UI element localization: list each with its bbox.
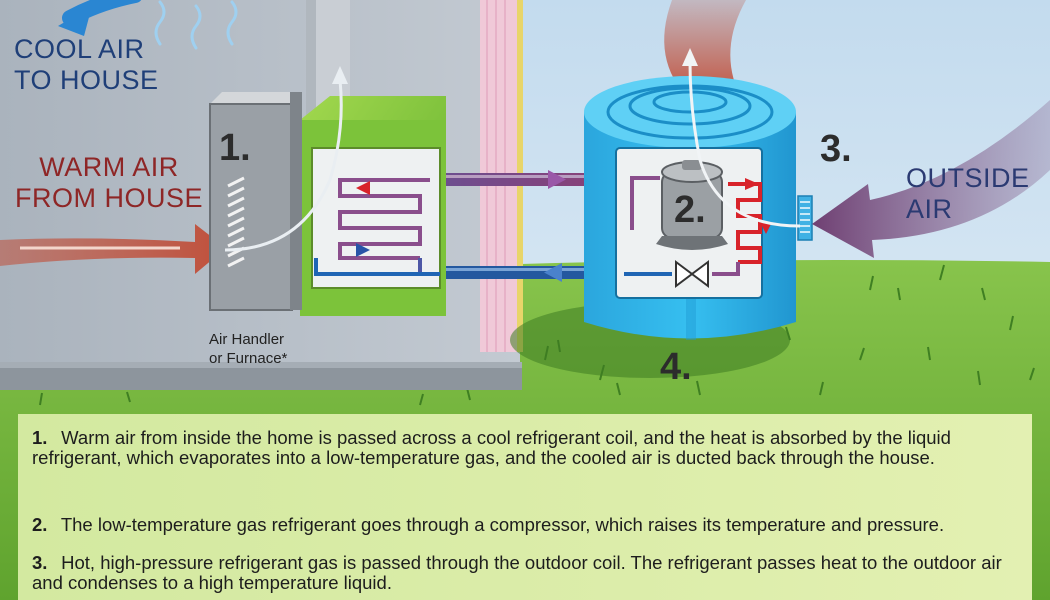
air-handler-caption-line: or Furnace* — [209, 350, 288, 367]
cool-air-label: COOL AIR TO HOUSE — [14, 34, 159, 96]
fan-icon — [797, 195, 813, 241]
cool-air-waves — [154, 0, 238, 50]
step-number-3: 3. — [820, 128, 852, 170]
step-description-text: Hot, high-pressure refrigerant gas is pa… — [32, 552, 1002, 593]
compressor-icon — [656, 160, 728, 250]
coil-flow-arrow-icon — [745, 178, 759, 190]
explanation-panel: 1. Warm air from inside the home is pass… — [18, 414, 1032, 600]
coil-flow-arrow-icon — [356, 181, 370, 195]
coil-flow-arrow-icon — [760, 222, 772, 234]
cool-air-label-line: TO HOUSE — [14, 65, 159, 95]
step-description: 2. The low-temperature gas refrigerant g… — [32, 515, 1022, 535]
refrigerant-flow-arrow-icon — [544, 263, 562, 282]
air-handler-cabinet — [209, 92, 302, 311]
step-description-text: The low-temperature gas refrigerant goes… — [60, 514, 945, 535]
step-description-text: Warm air from inside the home is passed … — [32, 427, 951, 468]
warm-air-label: WARM AIR FROM HOUSE — [15, 152, 203, 214]
coil-flow-arrow-icon — [356, 243, 370, 257]
expansion-valve-icon — [675, 260, 709, 288]
indoor-coil — [314, 178, 440, 276]
step-description: 3. Hot, high-pressure refrigerant gas is… — [32, 553, 1022, 593]
step-number-2: 2. — [674, 189, 706, 231]
outdoor-coil — [624, 176, 762, 276]
refrigerant-flow-arrow-icon — [548, 170, 566, 189]
step-number-1: 1. — [219, 127, 251, 169]
step-description-number: 2. — [32, 514, 48, 535]
outside-air-label-line: AIR — [906, 194, 953, 224]
indoor-airflow-arrow — [224, 79, 343, 252]
evaporator-coil-housing — [300, 96, 446, 316]
step-number-4: 4. — [660, 346, 692, 388]
outside-air-arrow — [812, 100, 1050, 258]
step-description: 1. Warm air from inside the home is pass… — [32, 428, 1022, 468]
step-description-number: 1. — [32, 427, 48, 448]
warm-air-label-line: WARM AIR — [39, 152, 179, 182]
step-description-number: 3. — [32, 552, 48, 573]
cool-air-label-line: COOL AIR — [14, 34, 145, 64]
outside-air-label-line: OUTSIDE — [906, 163, 1030, 193]
air-handler-caption-line: Air Handler — [209, 331, 285, 348]
air-handler-caption: Air Handler or Furnace* — [209, 330, 287, 368]
hot-air-arrow — [664, 0, 746, 100]
outside-air-label: OUTSIDE AIR — [906, 163, 1030, 225]
cool-air-arrow — [62, 0, 142, 26]
warm-air-label-line: FROM HOUSE — [15, 183, 204, 213]
outdoor-airflow-arrow — [688, 61, 801, 228]
refrigerant-lines — [446, 173, 622, 279]
